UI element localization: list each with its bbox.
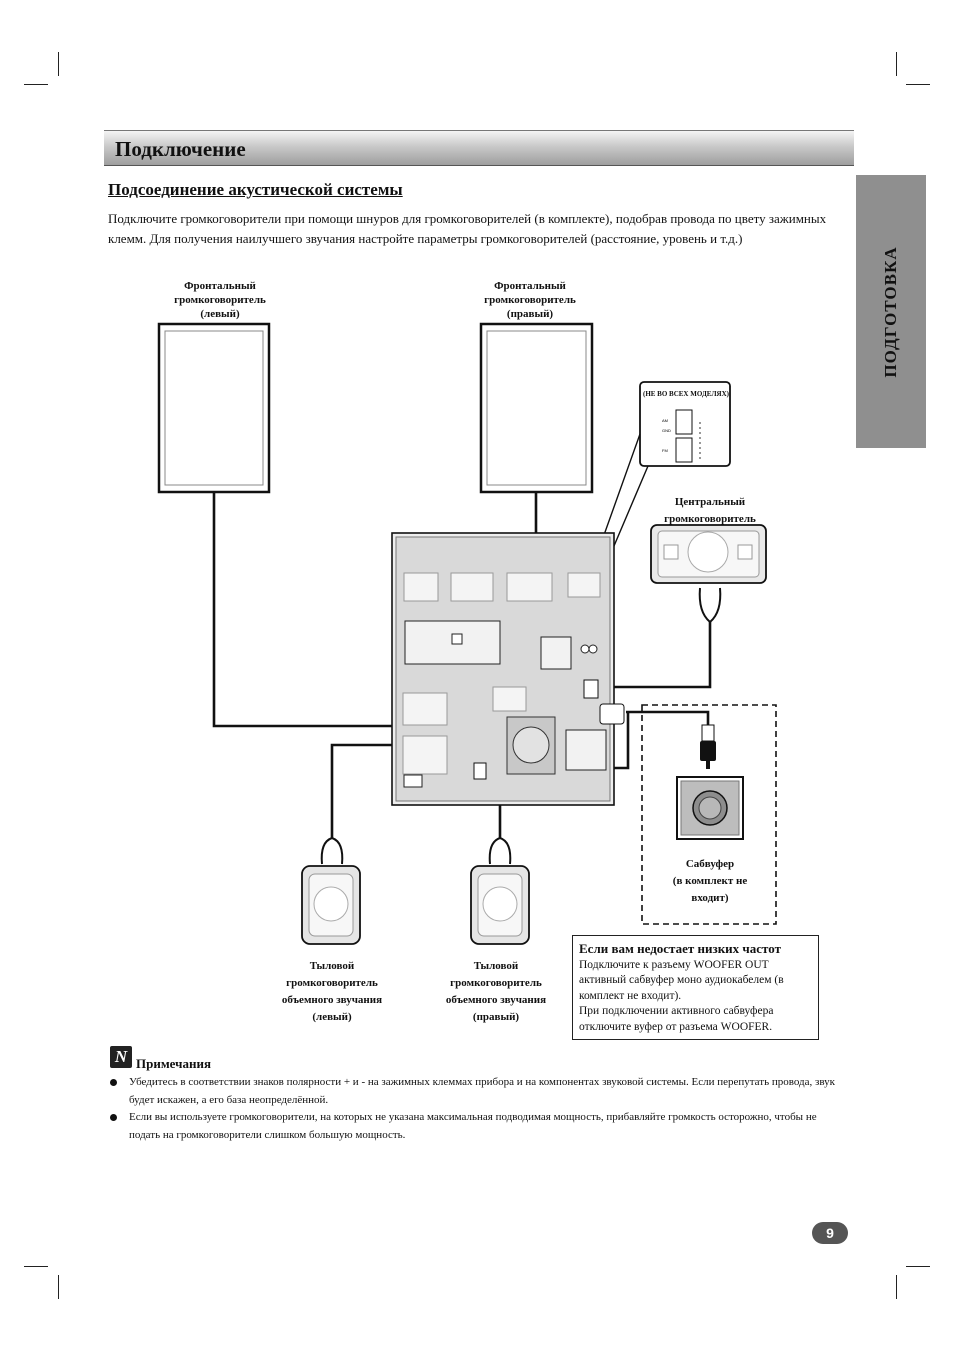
front-right-speaker — [479, 322, 594, 494]
crop-mark — [24, 84, 48, 85]
woofer-note-line: При подключении активного сабвуфера — [579, 1005, 774, 1017]
crop-mark — [58, 52, 59, 76]
not-all-models-label: (НЕ ВО ВСЕХ МОДЕЛЯХ) — [642, 390, 729, 398]
section-title: Подключение — [115, 137, 246, 161]
woofer-note-line: комплект не входит). — [579, 989, 682, 1002]
main-unit — [391, 532, 625, 806]
bullet-icon — [110, 1114, 117, 1121]
side-tab: ПОДГОТОВКА — [856, 175, 926, 448]
woofer-note-line: Подключите к разъему WOOFER OUT — [579, 958, 769, 971]
crop-mark — [896, 52, 897, 76]
svg-text:AM: AM — [662, 418, 668, 423]
svg-text:GND: GND — [662, 428, 671, 433]
woofer-note-line: активный сабвуфер моно аудиокабелем (в — [579, 974, 784, 986]
crop-mark — [906, 1266, 930, 1267]
woofer-note-title: Если вам недостает низких частот — [579, 941, 781, 956]
center-speaker — [650, 524, 767, 584]
intro-paragraph: Подключите громкоговорители при помощи ш… — [108, 211, 827, 246]
woofer-note-line: отключите вуфер от разъема WOOFER. — [579, 1020, 773, 1033]
page-number: 9 — [812, 1222, 848, 1244]
center-cable — [602, 622, 712, 689]
front-left-speaker — [157, 322, 271, 494]
crop-mark — [906, 84, 930, 85]
svg-text:FM: FM — [662, 448, 668, 453]
subsection-title: Подсоединение акустической системы — [108, 180, 403, 199]
rear-left-speaker — [301, 865, 361, 945]
subwoofer-optional-frame — [641, 704, 777, 925]
note-text: Убедитесь в соответствии знаков полярнос… — [129, 1076, 836, 1106]
subwoofer — [676, 776, 744, 840]
notes-icon: N — [110, 1046, 132, 1068]
crop-mark — [24, 1266, 48, 1267]
rear-right-speaker — [470, 865, 530, 945]
woofer-cable — [626, 710, 710, 725]
woofer-note-box: Если вам недостает низких частот Подключ… — [572, 935, 819, 1040]
crop-mark — [58, 1275, 59, 1299]
bullet-icon — [110, 1079, 117, 1086]
crop-mark — [896, 1275, 897, 1299]
subwoofer-plug — [700, 724, 716, 769]
notes-title: Примечания — [136, 1056, 211, 1071]
section-header: Подключение — [104, 130, 854, 166]
note-text: Если вы используете громкоговорители, на… — [129, 1111, 817, 1141]
